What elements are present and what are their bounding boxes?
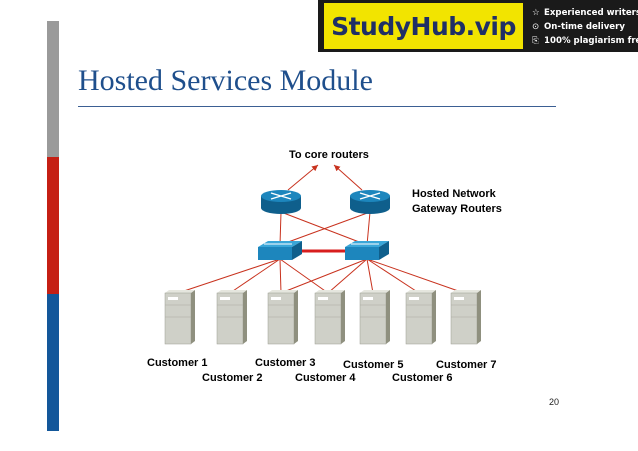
server-icon [405, 290, 436, 345]
core-uplink-right [333, 164, 363, 191]
switch-icon [345, 241, 389, 260]
side-bar-blue [47, 294, 59, 431]
customer-label: Customer 7 [436, 359, 497, 371]
switch-server-link [280, 258, 368, 294]
server-icon [314, 290, 345, 345]
customer-label: Customer 5 [343, 359, 404, 371]
customer-label: Customer 3 [255, 357, 316, 369]
network-links [177, 164, 465, 294]
title-divider [78, 106, 556, 107]
core-uplink-left [287, 164, 319, 191]
core-routers-label: To core routers [289, 149, 369, 161]
document-check-icon: ⎘ [532, 36, 539, 46]
gateway-label-line2: Gateway Routers [412, 203, 502, 215]
switch-server-link [366, 258, 374, 294]
side-bar-gray [47, 21, 59, 157]
switch-server-link [327, 258, 368, 294]
switch-server-link [177, 258, 281, 294]
side-bar-red [47, 157, 59, 294]
page-number: 20 [549, 397, 560, 407]
star-icon: ☆ [532, 8, 540, 18]
customer-label: Customer 1 [147, 357, 208, 369]
customer-label: Customer 4 [295, 372, 356, 384]
switch-server-link [279, 258, 282, 294]
switch-server-link [279, 258, 329, 294]
banner-feature-writers: ☆Experienced writers [532, 8, 638, 18]
server-icon [450, 290, 481, 345]
router-switch-link [279, 211, 282, 246]
switch-server-link [229, 258, 281, 294]
slide-title: Hosted Services Module [78, 64, 373, 97]
router-icon [261, 190, 301, 214]
banner-feature-delivery: ⊙On-time delivery [532, 22, 625, 32]
switches [258, 241, 389, 260]
clock-icon: ⊙ [532, 22, 540, 32]
router-icon [350, 190, 390, 214]
gateway-routers [261, 190, 390, 214]
banner-feature-plagiarism: ⎘100% plagiarism free [532, 36, 638, 46]
server-icon [359, 290, 390, 345]
customer-label: Customer 2 [202, 372, 263, 384]
server-icon [267, 290, 298, 345]
studyhub-logo[interactable]: StudyHub.vip [324, 3, 523, 49]
customer-label: Customer 6 [392, 372, 453, 384]
server-icon [216, 290, 247, 345]
server-icon [164, 290, 195, 345]
gateway-label-line1: Hosted Network [412, 188, 497, 200]
router-switch-link [366, 211, 371, 246]
customer-servers [164, 290, 481, 345]
router-switch-link [279, 211, 371, 246]
studyhub-banner[interactable]: StudyHub.vip ☆Experienced writers ⊙On-ti… [318, 0, 638, 52]
switch-icon [258, 241, 302, 260]
switch-server-link [366, 258, 465, 294]
switch-server-link [366, 258, 420, 294]
